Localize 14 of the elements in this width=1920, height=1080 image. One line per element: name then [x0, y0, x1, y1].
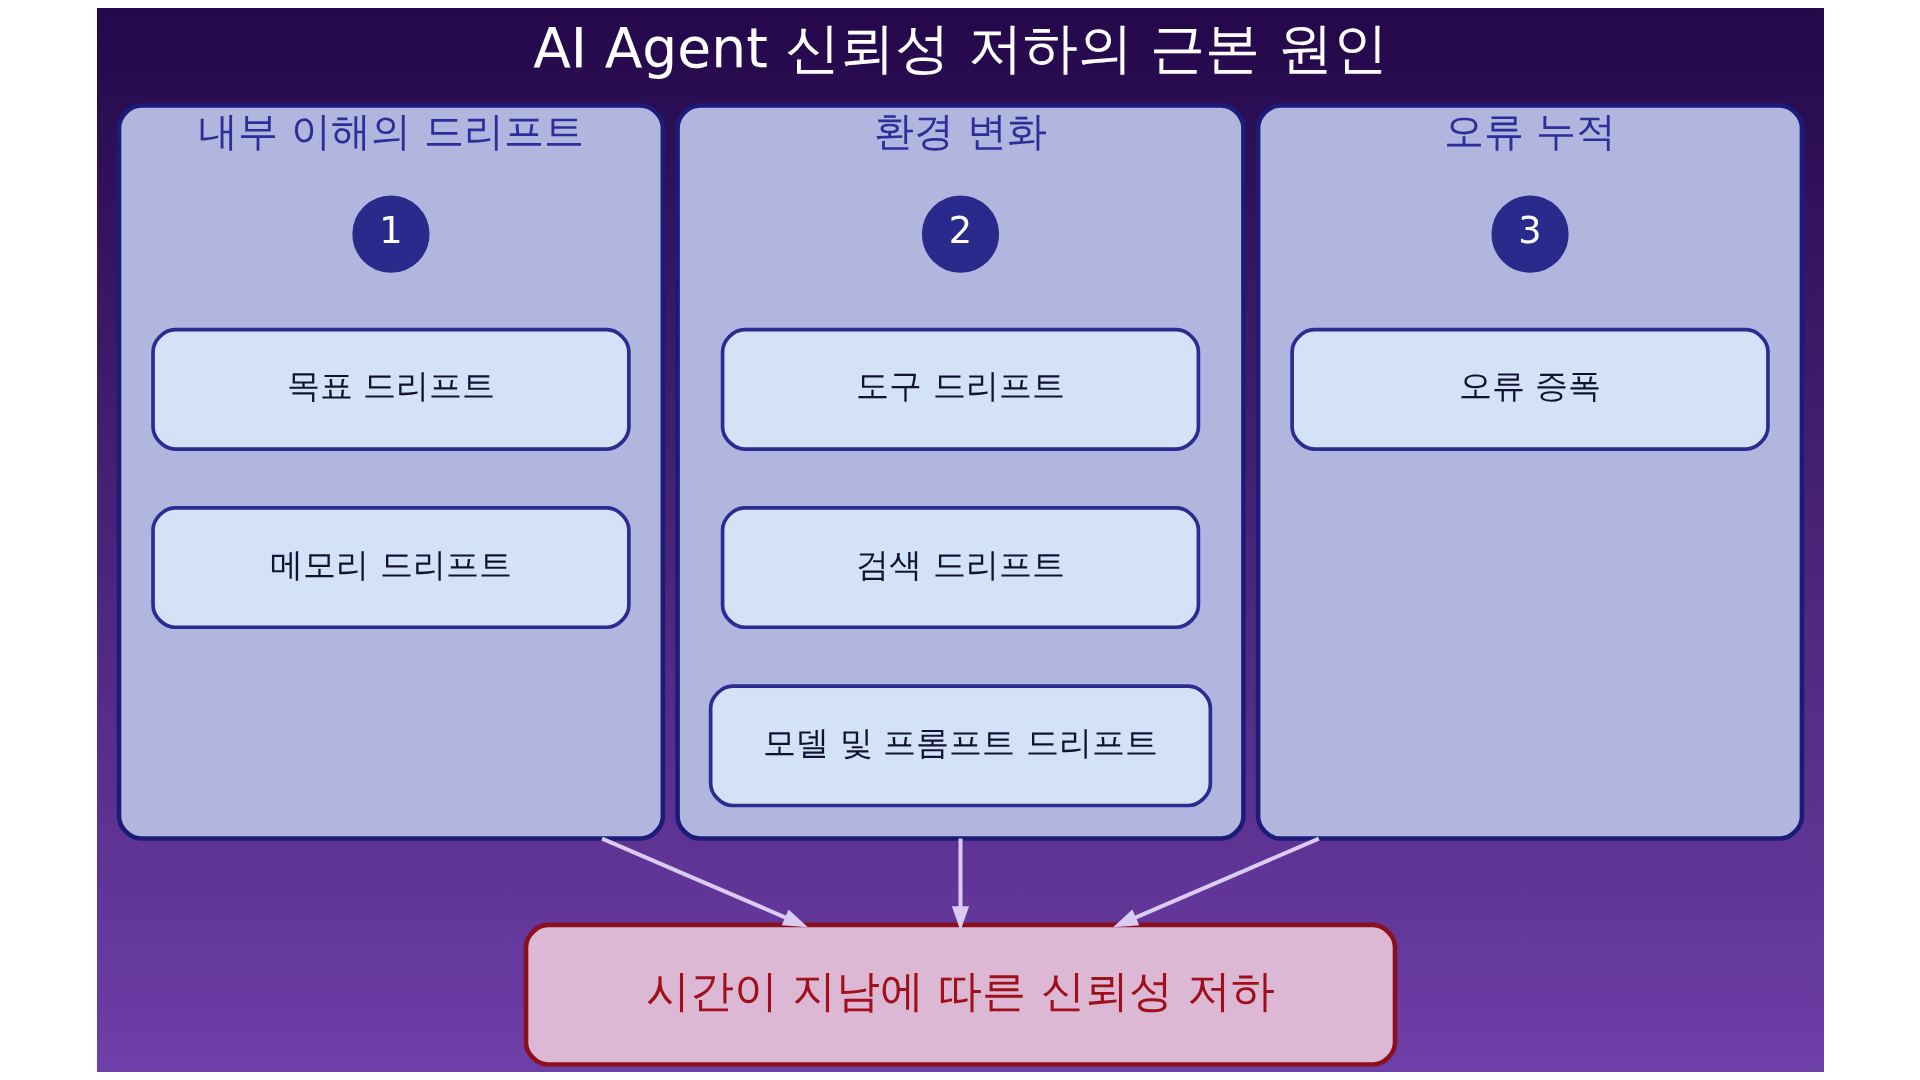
node-box: 도구 드리프트 — [720, 327, 1200, 451]
node-box: 시간이 지남에 따른 신뢰성 저하 — [523, 922, 1397, 1067]
node-box: 오류 증폭 — [1289, 327, 1770, 451]
node-box: 모델 및 프롬프트 드리프트 — [708, 684, 1212, 808]
node-circle: 2 — [921, 195, 999, 273]
node-box: 메모리 드리프트 — [150, 506, 631, 630]
node-circle: 1 — [351, 195, 430, 273]
node-circle: 3 — [1490, 195, 1569, 273]
diagram-title: AI Agent 신뢰성 저하의 근본 원인 — [532, 15, 1388, 80]
node-box: 목표 드리프트 — [150, 327, 631, 451]
arrow — [600, 836, 808, 928]
node-box: 검색 드리프트 — [720, 506, 1200, 630]
arrow — [951, 838, 969, 931]
arrow — [1112, 836, 1320, 928]
